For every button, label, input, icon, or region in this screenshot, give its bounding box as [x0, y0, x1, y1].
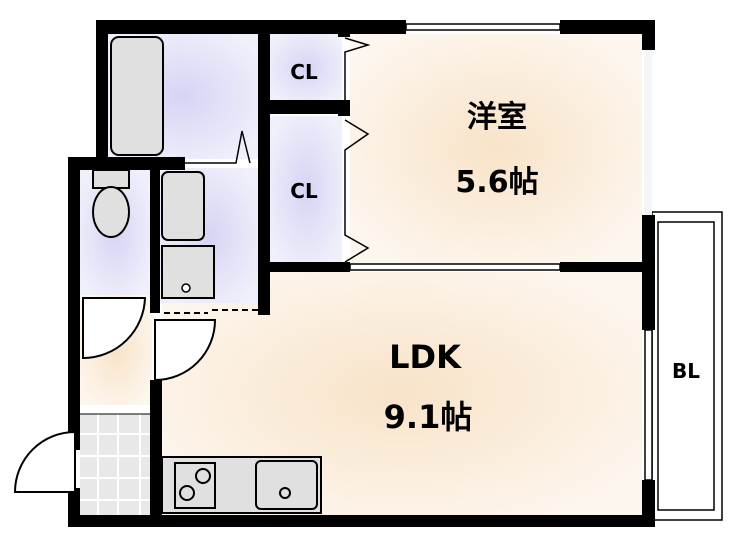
entrance-door: [13, 430, 76, 493]
balcony-label: BL: [672, 359, 700, 383]
entrance-tiles: [80, 413, 152, 515]
windows: [349, 23, 653, 481]
toilet-door: [82, 297, 147, 360]
closet-lower-label: CL: [290, 179, 318, 203]
closet-upper-floor: [270, 34, 342, 102]
toilet: [92, 169, 130, 238]
stove-burner-icon: [179, 485, 195, 501]
balcony: [651, 211, 723, 521]
bedroom-size: 5.6帖: [455, 165, 538, 200]
ldk-door: [154, 319, 217, 382]
bedroom-name: 洋室: [467, 100, 527, 135]
bath-door: [185, 130, 251, 164]
ldk-name: LDK: [389, 338, 462, 376]
closet-upper-label: CL: [290, 60, 318, 84]
walls: [68, 20, 655, 527]
kitchen-counter: [161, 456, 322, 514]
washroom-sliding-door: [164, 309, 258, 314]
closet-upper-door: [344, 37, 371, 100]
bathtub: [110, 36, 164, 156]
ldk-size: 9.1帖: [384, 398, 473, 436]
closet-lower-floor: [270, 116, 342, 264]
bedroom-floor: [350, 34, 642, 264]
closet-lower-door: [344, 119, 370, 263]
washing-machine-pan: [161, 245, 215, 299]
stove-burner-icon: [195, 468, 211, 484]
washbasin: [161, 171, 205, 241]
sink-icon: [255, 460, 318, 510]
